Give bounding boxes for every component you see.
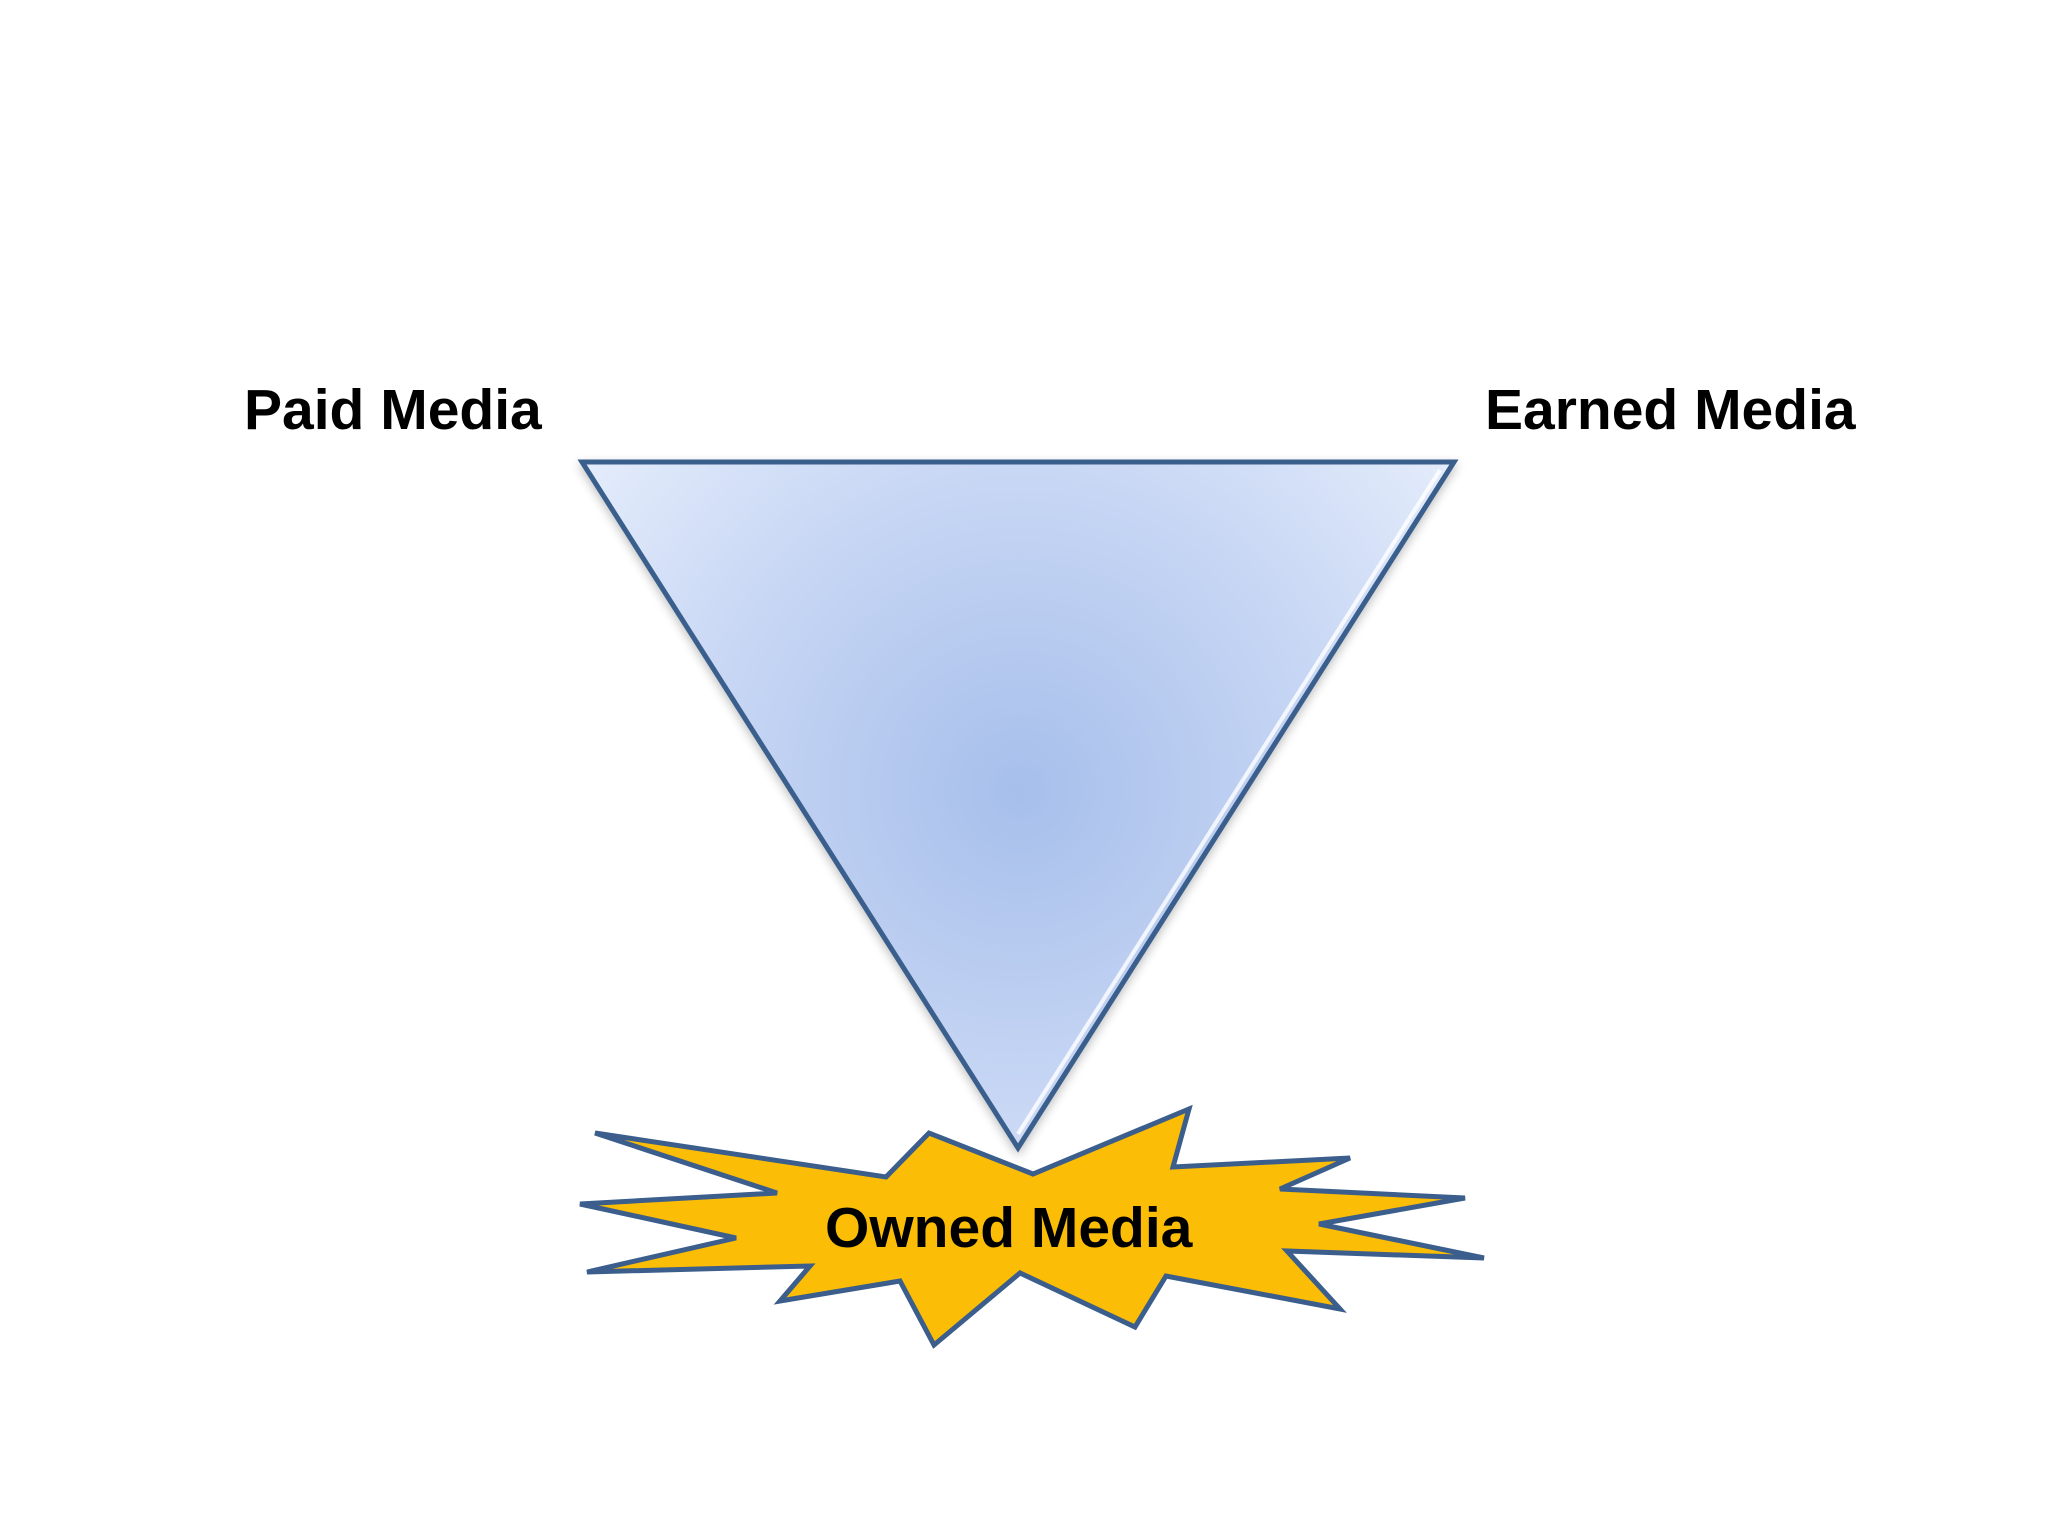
triangle-shape <box>577 459 1459 1153</box>
triangle-bevel-highlight <box>1016 468 1442 1136</box>
owned-media-label: Owned Media <box>825 1196 1193 1260</box>
burst-shape <box>579 1104 1485 1349</box>
paid-media-label: Paid Media <box>244 378 542 442</box>
earned-media-label: Earned Media <box>1485 378 1856 442</box>
